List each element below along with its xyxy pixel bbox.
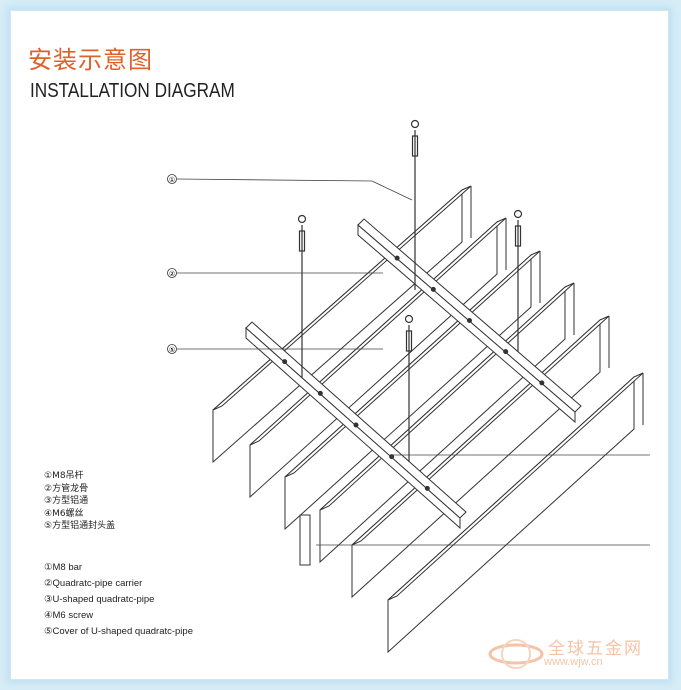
callout-2-label: ② (169, 270, 175, 278)
end-cap (299, 514, 311, 566)
u-shaped-slats (212, 185, 644, 654)
carrier-1-screw-3 (467, 318, 472, 323)
carrier-1-screw-5 (539, 380, 545, 386)
callout-1-label: ① (169, 176, 175, 184)
rod-1-hook (410, 119, 420, 129)
watermark-logo-icon (488, 639, 544, 669)
legend-cn-item-1: ①M8吊杆 (44, 471, 84, 481)
callout-5-label: ⑤ (169, 346, 175, 354)
carrier-2-screw-3 (353, 422, 359, 428)
carrier-1-screw-1 (394, 255, 400, 261)
callout-leaders (176, 178, 650, 546)
carrier-2-screw-2 (317, 390, 323, 396)
rod-4-hook (404, 314, 414, 324)
legend-chinese: ①M8吊杆 ②方管龙骨 ③方型铝通 ④M6螺丝 ⑤方型铝通封头盖 (44, 470, 115, 533)
watermark-name: 全球五金网 (548, 639, 643, 659)
carrier-2-screw-1 (282, 359, 288, 365)
callout-1: ① (167, 174, 177, 184)
legend-en-item-4: ④M6 screw (44, 610, 94, 621)
carrier-2-screw-5 (424, 485, 430, 491)
rod-2-hook (297, 214, 307, 224)
callout-2: ② (167, 268, 177, 278)
legend-cn-item-3: ③方型铝通 (44, 496, 89, 506)
callout-5: ⑤ (167, 344, 177, 354)
leader-line-1 (176, 178, 413, 201)
title-chinese: 安装示意图 (28, 46, 153, 74)
rod-1-nut (411, 135, 419, 157)
legend-en-item-1: ①M8 bar (44, 562, 83, 573)
legend-cn-item-4: ④M6螺丝 (44, 508, 84, 519)
slat-6-top (387, 372, 644, 601)
pipe-carriers (245, 218, 582, 566)
title-english: INSTALLATION DIAGRAM (30, 80, 235, 102)
legend-en-item-5: ⑤Cover of U-shaped quadratc-pipe (44, 626, 193, 637)
carrier-2-top (245, 321, 467, 519)
carrier-1-top (357, 218, 582, 413)
rod-3-nut (514, 225, 522, 247)
carrier-1-screw-4 (503, 349, 509, 355)
legend-cn-item-2: ②方管龙骨 (44, 483, 89, 494)
legend-cn-item-5: ⑤方型铝通封头盖 (44, 521, 116, 531)
legend-english: ①M8 bar ②Quadratc-pipe carrier ③U-shaped… (44, 560, 193, 640)
hanger-rods (297, 119, 523, 462)
watermark-url: www.wjw.cn (544, 656, 603, 668)
rod-2-nut (298, 230, 306, 252)
rod-4-nut (405, 330, 413, 352)
carrier-1-screw-2 (430, 286, 436, 292)
watermark: 全球五金网 www.wjw.cn (486, 632, 666, 676)
legend-en-item-2: ②Quadratc-pipe carrier (44, 578, 143, 589)
legend-en-item-3: ③U-shaped quadratc-pipe (44, 594, 155, 605)
rod-3-hook (513, 209, 523, 219)
